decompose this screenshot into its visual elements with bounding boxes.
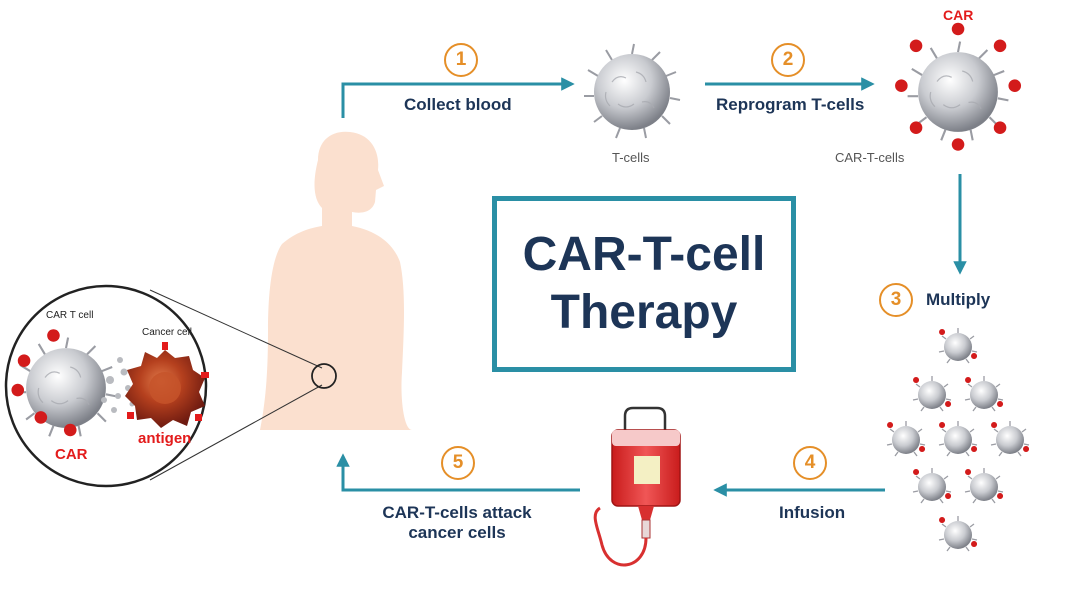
multiplied-cells [886,327,1030,552]
inset-car-t-cell [11,329,118,438]
title-line-1: CAR-T-cell [522,228,766,282]
inset-antigen-label: antigen [138,430,192,447]
title-line-2: Therapy [550,286,738,339]
inset-cancer-cell-label: Cancer cell [142,327,193,338]
step-5-label-line2: cancer cells [408,523,506,542]
step-2-label: Reprogram T-cells [716,95,865,114]
inset-cancer-cell [125,342,209,428]
title-box: CAR-T-cell Therapy [492,196,796,372]
step-3-label: Multiply [926,290,991,309]
step-5-label: CAR-T-cells attack cancer cells [362,503,552,543]
arrow-collect-blood [341,77,575,118]
t-cell-illustration [583,43,681,139]
step-4-label: Infusion [779,503,846,522]
car-t-cells-caption: CAR-T-cells [835,150,905,165]
step-5-label-line1: CAR-T-cells attack [382,503,532,522]
car-t-cell-illustration [895,22,1022,151]
step-1-number: 1 [444,43,478,77]
car-label-top: CAR [943,7,974,23]
step-3-number: 3 [879,283,913,317]
inset-granules [101,357,135,413]
inset-car-label: CAR [55,446,88,463]
t-cells-caption: T-cells [612,150,650,165]
step-1-label: Collect blood [404,95,512,114]
infusion-bag [593,406,681,567]
arrow-attack [336,453,580,492]
inset-car-t-cell-label: CAR T cell [46,310,94,321]
step-2-number: 2 [771,43,805,77]
step-5-number: 5 [441,446,475,480]
human-figure [260,131,412,430]
step-4-number: 4 [793,446,827,480]
